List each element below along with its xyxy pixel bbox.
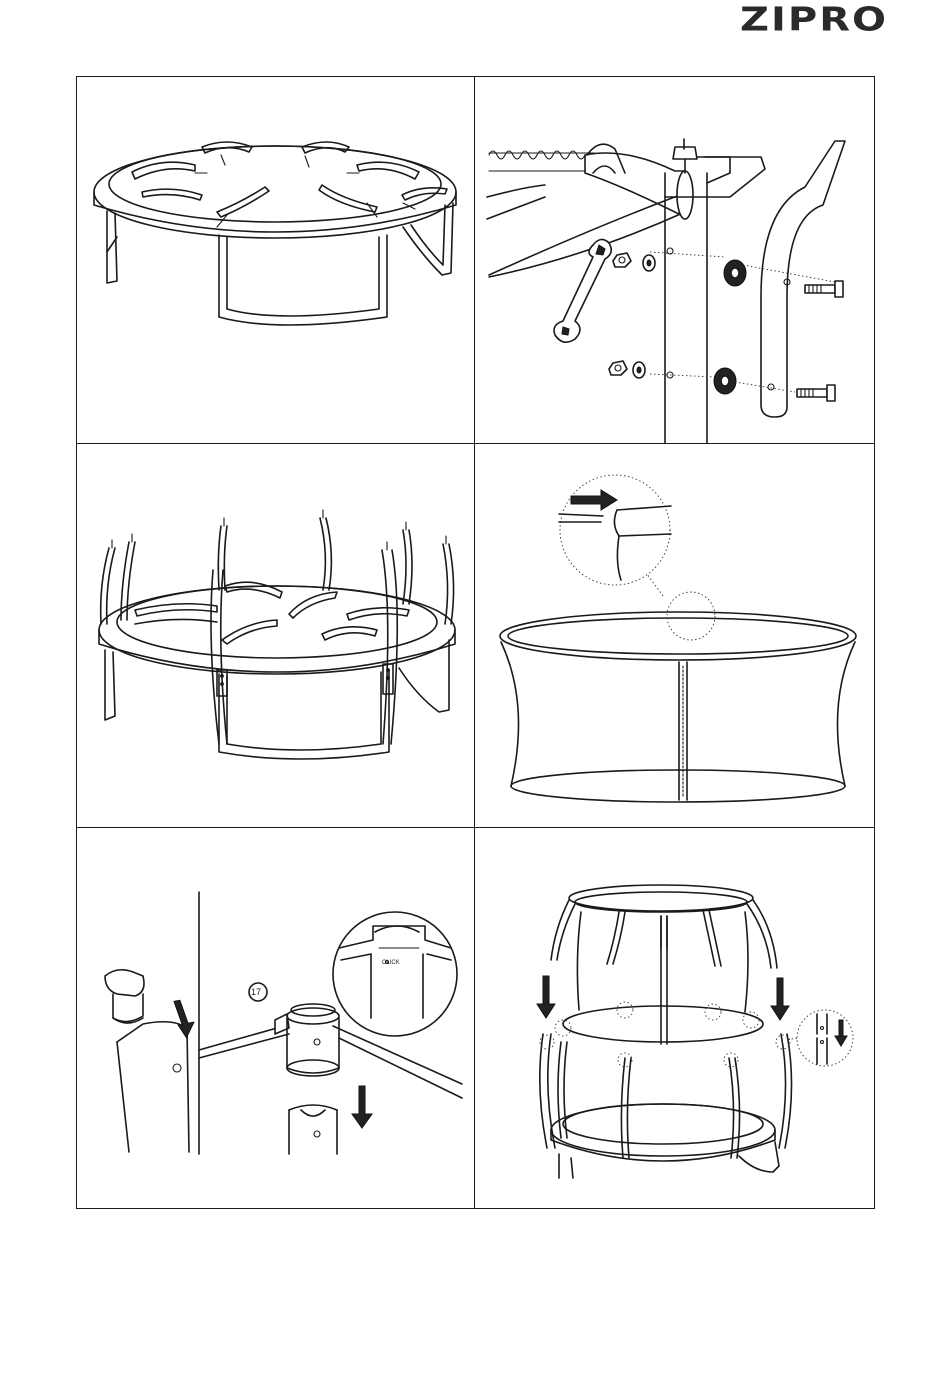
panel-step-4 <box>475 444 874 827</box>
illustration-trampoline-frame <box>77 77 474 443</box>
arrow-down-icon <box>174 999 196 1039</box>
spring-coil <box>489 151 585 171</box>
bushing-icon <box>714 260 746 394</box>
illustration-leg-joint-bolts <box>475 77 874 443</box>
panel-step-1 <box>77 77 474 443</box>
nut-icon <box>609 253 631 375</box>
illustration-pole-socket-click: 17 CLICK <box>77 828 474 1208</box>
panel-step-5: 17 CLICK <box>77 828 474 1208</box>
illustration-net-mounted <box>475 828 874 1208</box>
bolt-icon <box>797 281 843 401</box>
brand-logo: ZIPRO <box>676 6 888 34</box>
wrench-icon <box>554 239 611 342</box>
arrow-down-icon <box>352 1086 372 1128</box>
part-number-label: 17 <box>251 987 261 997</box>
panel-step-2 <box>475 77 874 443</box>
panel-step-3 <box>77 444 474 827</box>
pole-group <box>101 510 454 744</box>
click-label: CLICK <box>382 960 400 966</box>
arrow-right-icon <box>571 490 617 510</box>
illustration-poles-inserted <box>77 444 474 827</box>
illustration-net-ring <box>475 444 874 827</box>
washer-icon <box>633 255 655 378</box>
arrow-down-icon <box>537 976 789 1020</box>
panel-step-6 <box>475 828 874 1208</box>
